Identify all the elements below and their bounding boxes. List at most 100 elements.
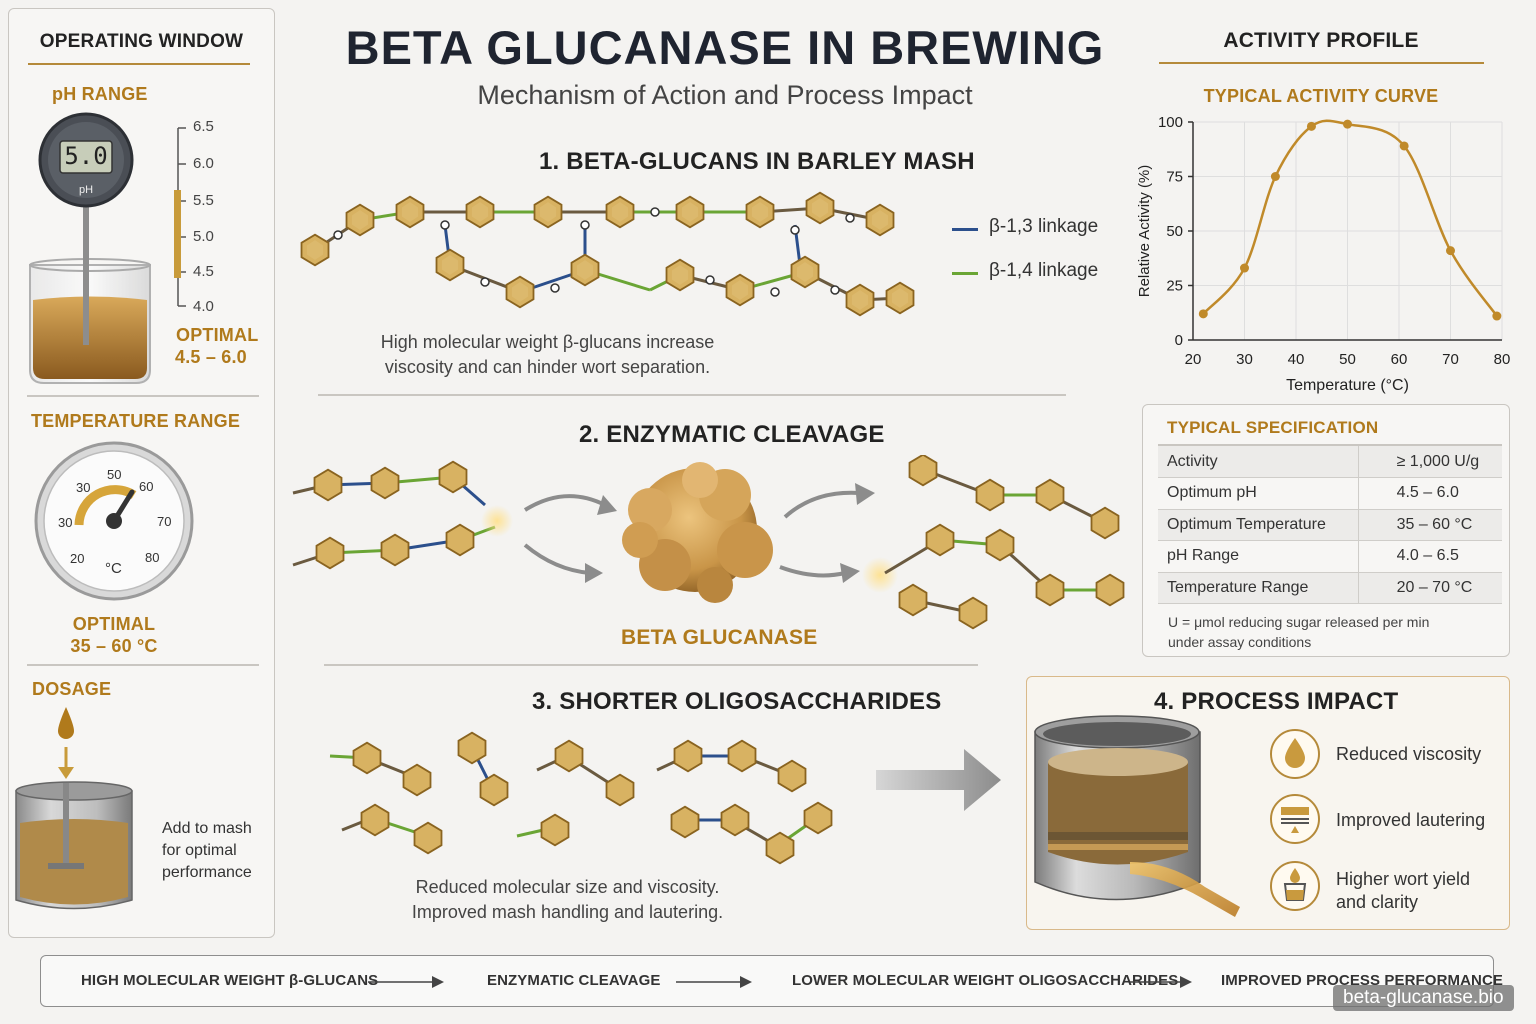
gauge-tick: 50 [107, 467, 122, 482]
data-point [1399, 141, 1409, 151]
gauge-tick: 30 [76, 480, 91, 495]
temp-optimal-label: OPTIMAL [72, 614, 156, 634]
lauter-filter-icon [1270, 794, 1320, 844]
legend-label: β-1,4 linkage [989, 260, 1099, 281]
ph-scale [174, 127, 186, 307]
impact-item-lautering: Improved lautering [1336, 810, 1486, 830]
enzyme-label: BETA GLUCANASE [621, 626, 818, 649]
gauge-unit: °C [105, 560, 122, 577]
spec-value: 35 – 60 °C [1357, 509, 1502, 541]
specification-note: U = μmol reducing sugar released per min… [1168, 612, 1429, 652]
operating-window-underline [28, 63, 250, 65]
section3-caption: Reduced molecular size and viscosity. Im… [380, 875, 755, 925]
data-point [1343, 119, 1352, 129]
impact-text-line: Higher wort yield [1336, 869, 1471, 889]
x-tick-label: 20 [1185, 351, 1202, 368]
y-tick-label: 50 [1166, 223, 1183, 240]
spec-value: ≥ 1,000 U/g [1357, 446, 1502, 478]
data-point [1446, 246, 1455, 256]
spec-param: Temperature Range [1158, 572, 1359, 604]
spec-value: 4.5 – 6.0 [1357, 477, 1502, 510]
flow-arrow-icon [368, 976, 444, 988]
y-tick-label: 75 [1166, 169, 1183, 186]
dosage-tank-illustration [15, 707, 133, 910]
beta-glucan-chains [300, 191, 915, 317]
caption-line: Reduced molecular size and viscosity. [415, 877, 720, 897]
gauge-tick: 70 [157, 514, 172, 529]
caption-line: viscosity and can hinder wort separation… [384, 357, 711, 377]
cleavage-illustration [292, 455, 1125, 630]
ph-tick: 4.0 [193, 298, 214, 315]
spec-param: Optimum Temperature [1158, 509, 1359, 541]
temperature-range-label: TEMPERATURE RANGE [30, 411, 241, 431]
activity-curve [1202, 119, 1498, 317]
spec-param: Optimum pH [1158, 477, 1359, 510]
gauge-tick-labels: 20 30 30 50 60 70 80 °C [33, 440, 195, 602]
temperature-gauge [34, 441, 194, 601]
page-subtitle: Mechanism of Action and Process Impact [477, 80, 973, 110]
chart-grid [1192, 121, 1503, 341]
x-tick-label: 40 [1288, 351, 1305, 368]
ph-meter-display: 5.0 [64, 142, 108, 170]
note-line: under assay conditions [1168, 634, 1312, 650]
x-tick-label: 50 [1339, 351, 1356, 368]
legend-swatch [952, 272, 978, 275]
impact-text-line: and clarity [1336, 892, 1419, 912]
y-tick-label: 0 [1175, 332, 1183, 349]
x-tick-label: 80 [1494, 351, 1511, 368]
activity-profile-heading: ACTIVITY PROFILE [1223, 29, 1419, 52]
impact-item-viscosity: Reduced viscosity [1336, 744, 1482, 764]
data-point [1306, 121, 1316, 131]
ph-meter-unit: pH [78, 184, 94, 196]
data-point [1198, 309, 1208, 319]
divider [324, 664, 978, 666]
spec-value: 4.0 – 6.5 [1357, 540, 1502, 573]
wort-yield-icon [1270, 861, 1320, 911]
section4-heading: 4. PROCESS IMPACT [1154, 688, 1399, 715]
gauge-tick: 60 [139, 479, 154, 494]
impact-item-wort-yield: Higher wort yield and clarity [1336, 868, 1470, 914]
ph-optimal-label: OPTIMAL [176, 325, 259, 345]
ph-tick: 5.5 [193, 192, 214, 209]
data-point [1270, 172, 1280, 181]
legend-item-beta-1-4: β-1,4 linkage [952, 260, 1112, 288]
process-arrow-icon [876, 749, 1001, 811]
gauge-tick: 30 [58, 515, 73, 530]
legend-label: β-1,3 linkage [989, 216, 1099, 237]
gauge-tick: 80 [145, 550, 160, 565]
flow-arrow-icon [676, 976, 752, 988]
page-title: BETA GLUCANASE IN BREWING [345, 21, 1105, 74]
legend-item-beta-1-3: β-1,3 linkage [952, 216, 1112, 244]
caption-line: Improved mash handling and lautering. [411, 902, 724, 922]
spec-value: 20 – 70 °C [1357, 572, 1502, 604]
flow-step: IMPROVED PROCESS PERFORMANCE [1221, 972, 1503, 989]
oligosaccharide-fragments [329, 731, 833, 865]
divider [1158, 444, 1502, 446]
x-tick-label: 60 [1391, 351, 1408, 368]
ph-meter-illustration [29, 112, 151, 384]
divider [318, 394, 1066, 396]
ph-optimal-value: 4.5 – 6.0 [175, 347, 247, 367]
section3-heading: 3. SHORTER OLIGOSACCHARIDES [532, 688, 942, 715]
operating-window-heading: OPERATING WINDOW [39, 31, 244, 52]
note-line: U = μmol reducing sugar released per min [1168, 614, 1430, 630]
data-point [1492, 311, 1502, 321]
dosage-text: Add to mash for optimal performance [162, 820, 252, 881]
chart-y-axis-label: Relative Activity (%) [1136, 165, 1153, 298]
data-point [1240, 263, 1249, 273]
x-tick-label: 30 [1236, 351, 1253, 368]
lauter-tun-illustration [1034, 715, 1240, 917]
ph-tick: 6.0 [193, 155, 214, 172]
ph-tick: 6.5 [193, 118, 214, 135]
x-tick-label: 70 [1442, 351, 1459, 368]
gauge-tick: 20 [70, 551, 85, 566]
drop-icon [1270, 729, 1320, 779]
caption-line: High molecular weight β-glucans increase [380, 332, 715, 352]
process-flow-bar [40, 955, 1494, 1007]
